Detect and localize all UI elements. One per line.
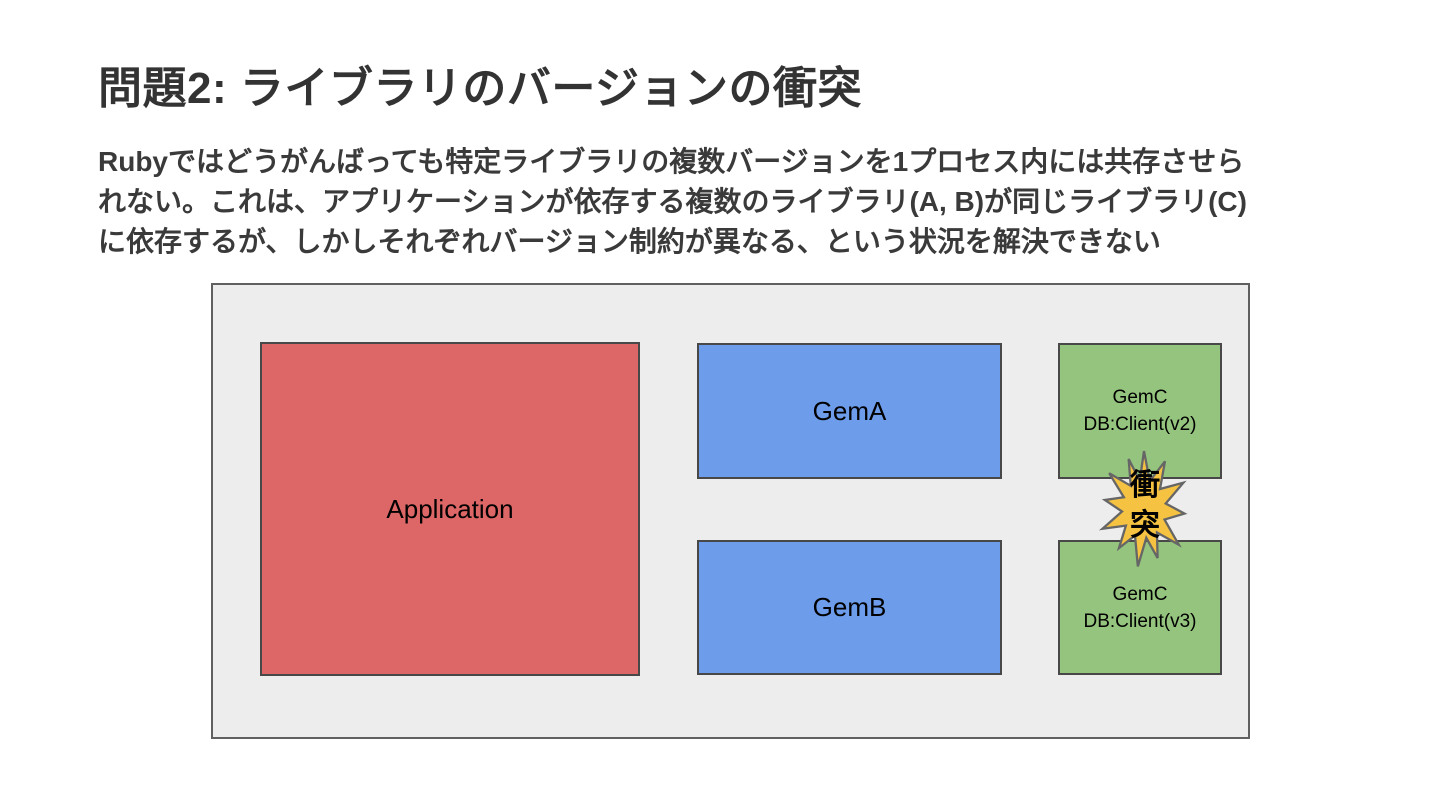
application-label: Application xyxy=(386,493,514,524)
gem-c-v2-box: GemC DB:Client(v2) xyxy=(1058,343,1222,479)
gem-c-v3-label-line-2: DB:Client(v3) xyxy=(1083,610,1197,632)
gem-c-v2-label-line-2: DB:Client(v2) xyxy=(1083,414,1197,435)
body-line-2: れない。これは、アプリケーションが依存する複数のライブラリ(A, B)が同じライ… xyxy=(98,186,1247,217)
starburst-shape xyxy=(1098,450,1188,567)
slide-title: 問題2: ライブラリのバージョンの衝突 xyxy=(98,64,862,113)
conflict-label-char-1: 衝 xyxy=(1130,469,1160,502)
gem-b-box: GemB xyxy=(697,540,1002,675)
conflict-label-char-2: 突 xyxy=(1130,509,1160,542)
conflict-label: 衝 突 xyxy=(1117,466,1173,546)
gem-b-label: GemB xyxy=(812,592,887,622)
gem-a-box: GemA xyxy=(697,343,1002,479)
body-line-1: Rubyではどうがんばっても特定ライブラリの複数バージョンを1プロセス内には共存… xyxy=(98,146,1245,177)
application-box: Application xyxy=(260,342,640,676)
gem-c-v3-label-line-1: GemC xyxy=(1112,583,1168,605)
gem-c-v3-box: GemC DB:Client(v3) xyxy=(1058,540,1222,675)
body-line-3: に依存するが、しかしそれぞれバージョン制約が異なる、という状況を解決できない xyxy=(98,226,1161,257)
gem-a-label: GemA xyxy=(812,395,887,426)
conflict-starburst-icon xyxy=(1098,450,1188,567)
gem-c-v2-label-line-1: GemC xyxy=(1112,387,1168,408)
body-text: Rubyではどうがんばっても特定ライブラリの複数バージョンを1プロセス内には共存… xyxy=(98,142,1247,262)
